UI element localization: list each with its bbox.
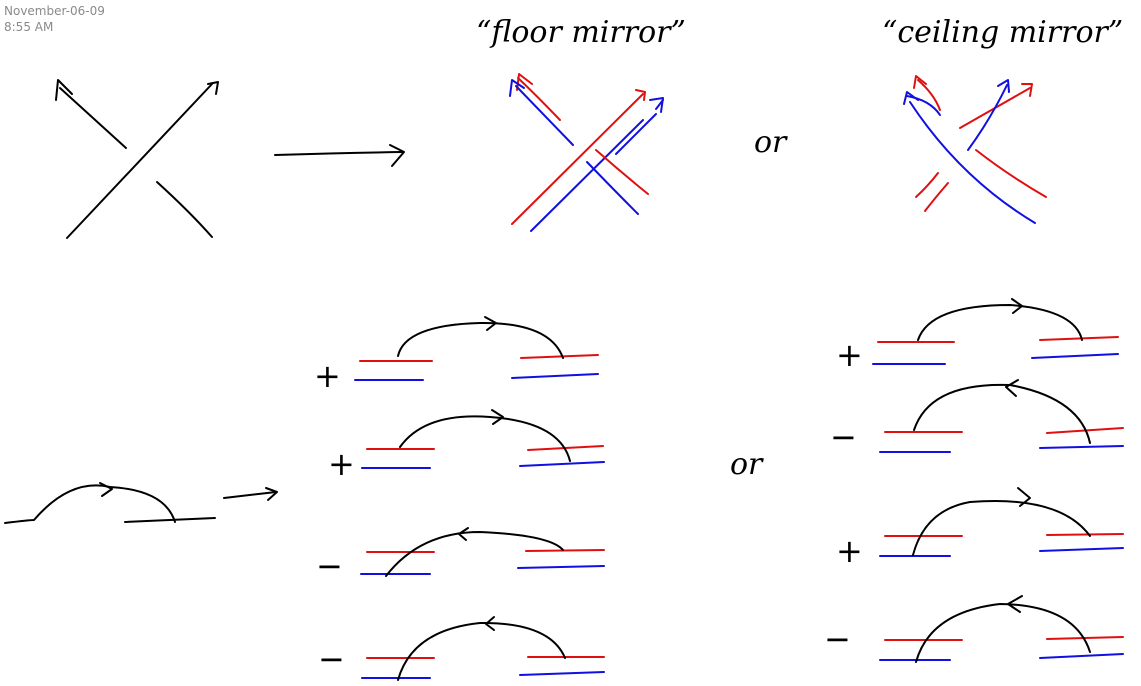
or-label-bottom: or [730,447,764,482]
ceiling-sign-4: − [824,620,851,658]
timestamp: November-06-09 8:55 AM [4,3,105,35]
timestamp-date: November-06-09 [4,4,105,18]
ceiling-sign-2: − [830,418,857,456]
floor-sign-2: + [328,445,355,483]
ceiling-mirror-label: “ceiling mirror” [882,15,1123,50]
ceiling-sign-1: + [836,336,863,374]
floor-term-2 [361,409,605,469]
ceiling-term-3 [879,487,1124,557]
ceiling-term-4 [879,595,1124,663]
ceiling-sign-3: + [836,532,863,570]
floor-mirror-crossing [509,73,664,232]
floor-sign-3: − [316,547,343,585]
or-label-top: or [754,125,788,160]
floor-term-4 [361,616,605,681]
floor-sign-1: + [314,357,341,395]
floor-term-1 [354,316,599,381]
ceiling-mirror-crossing [903,75,1047,224]
ceiling-term-2 [879,379,1124,453]
timestamp-time: 8:55 AM [4,20,54,34]
arrow-bottom [223,487,278,501]
floor-sign-4: − [318,640,345,678]
floor-term-3 [360,527,605,577]
ceiling-term-1 [872,298,1119,365]
arrow-top [274,144,405,167]
original-crossing [55,79,219,239]
original-arc [4,482,216,524]
floor-mirror-label: “floor mirror” [476,15,686,50]
